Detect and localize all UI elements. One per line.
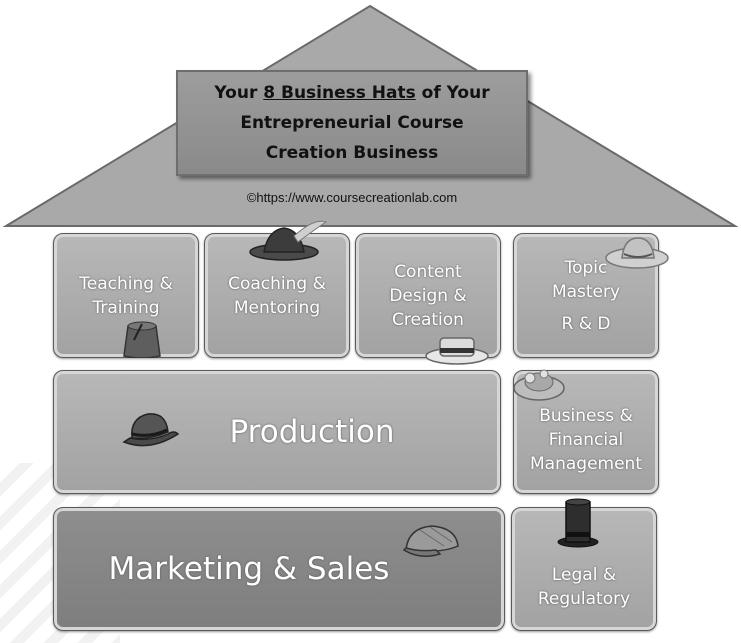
hat-box-topic-mastery: Topic Mastery R & D [513, 233, 659, 358]
flat-cap-icon [402, 525, 459, 557]
title-line-1: Your 8 Business Hats of Your [214, 83, 490, 103]
hat-box-teaching-training: Teaching & Training [53, 233, 199, 358]
copyright-text: ©https://www.coursecreationlab.com [246, 190, 458, 205]
fedora-hat-icon [122, 413, 180, 447]
title-emphasis: 8 Business Hats [263, 83, 416, 103]
hat-box-marketing-sales: Marketing & Sales [53, 507, 505, 631]
title-line-2: Entrepreneurial Course [240, 113, 464, 133]
floral-hat-icon [513, 369, 565, 401]
top-hat-icon [557, 498, 599, 548]
boater-hat-icon [425, 337, 489, 365]
title-sign: Your 8 Business Hats of Your Entrepreneu… [176, 70, 528, 176]
fez-hat-icon [123, 321, 161, 358]
feathered-hat-icon [249, 220, 328, 261]
title-line-3: Creation Business [265, 143, 439, 163]
sun-hat-icon [605, 237, 669, 269]
hat-box-content-design: Content Design & Creation [355, 233, 501, 358]
hat-box-production: Production [53, 370, 501, 494]
